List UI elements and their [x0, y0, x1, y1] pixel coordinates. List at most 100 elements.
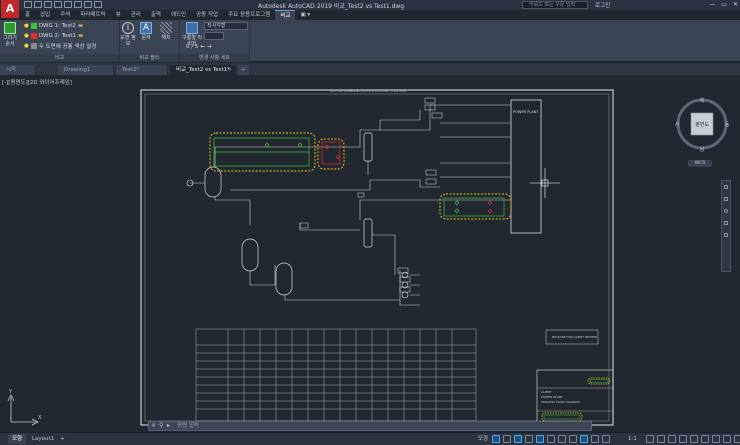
- close-tab-icon[interactable]: ×: [227, 67, 232, 73]
- grid-icon[interactable]: [492, 435, 500, 443]
- tab-annotate[interactable]: 주석: [60, 12, 71, 18]
- viewport-controls[interactable]: [-][평면도][2D 와이어프레임]: [2, 80, 72, 86]
- dwg2-color-swatch[interactable]: [30, 33, 37, 39]
- text-filter-button[interactable]: A 문자: [140, 22, 152, 41]
- tab-addins[interactable]: 애드인: [170, 12, 187, 18]
- drawing-canvas[interactable]: NOTE: ALL DIMENSIONS SHOWN IN SOLID LINE…: [0, 75, 740, 432]
- redo-icon[interactable]: [84, 1, 92, 8]
- tab-parametric[interactable]: 파라메트릭: [80, 12, 106, 18]
- open-icon[interactable]: [34, 1, 42, 8]
- clean-screen-icon[interactable]: [723, 435, 731, 443]
- model-layout-tab[interactable]: 모형: [8, 434, 27, 444]
- dwg1-row[interactable]: ● DWG 1: Test2 ▬: [24, 23, 84, 29]
- folder-icon[interactable]: ▬: [77, 33, 84, 39]
- minimize-button[interactable]: —: [709, 1, 716, 8]
- viewcube-top-face[interactable]: [690, 112, 714, 136]
- annotation-visibility-icon[interactable]: [591, 435, 599, 443]
- showmotion-icon[interactable]: [724, 233, 728, 237]
- viewcube[interactable]: 평면도 북 남 동 서: [674, 96, 730, 153]
- share-icon[interactable]: [94, 1, 102, 8]
- tab-manage[interactable]: 관리: [130, 12, 141, 18]
- model-space-button[interactable]: 모형: [478, 436, 489, 442]
- osnap-icon[interactable]: [536, 435, 544, 443]
- compass-north[interactable]: 북: [700, 98, 705, 104]
- tab-insert[interactable]: 삽입: [40, 12, 51, 18]
- maximize-button[interactable]: ▭: [721, 1, 727, 8]
- selection-cycling-icon[interactable]: [580, 435, 588, 443]
- annotation-scale[interactable]: 1:1: [628, 436, 637, 442]
- shape-dropdown[interactable]: 직사각형: [204, 22, 248, 30]
- doc-tab-test2[interactable]: Test2*: [116, 65, 168, 75]
- next-change-icon[interactable]: →: [206, 44, 212, 50]
- tab-compare[interactable]: 비교: [275, 10, 296, 20]
- doc-tab-drawing1[interactable]: Drawing1: [58, 65, 114, 75]
- application-menu-button[interactable]: A: [1, 0, 19, 18]
- tab-collaborate[interactable]: 공동 작업: [196, 12, 219, 18]
- lineweight-icon[interactable]: [558, 435, 566, 443]
- quick-properties-icon[interactable]: [679, 435, 687, 443]
- tab-output[interactable]: 출력: [150, 12, 161, 18]
- compass-west[interactable]: 서: [675, 121, 680, 128]
- save-icon[interactable]: [44, 1, 52, 8]
- new-icon[interactable]: [24, 1, 32, 8]
- search-input[interactable]: 키워드 또는 구문 입력: [522, 1, 588, 9]
- orbit-icon[interactable]: [724, 221, 728, 225]
- close-command-icon[interactable]: ×: [151, 422, 157, 429]
- transparency-icon[interactable]: [569, 435, 577, 443]
- units-icon[interactable]: [668, 435, 676, 443]
- compass-east[interactable]: 동: [725, 122, 730, 128]
- customize-icon[interactable]: ⚲: [159, 422, 164, 429]
- plot-icon[interactable]: [64, 1, 72, 8]
- undo-icon[interactable]: [74, 1, 82, 8]
- draw-order-button[interactable]: 그리기 순서: [2, 22, 18, 47]
- drawing-info-button[interactable]: i 도면 정보: [120, 22, 136, 47]
- steering-wheel-icon[interactable]: [724, 185, 728, 189]
- doc-tab-start[interactable]: 시작: [0, 65, 36, 75]
- pan-icon[interactable]: [724, 197, 728, 201]
- zoom-icon[interactable]: [724, 209, 728, 213]
- revision-cloud-button[interactable]: 구름형 리비전: [182, 22, 202, 47]
- ortho-icon[interactable]: [514, 435, 522, 443]
- hardware-acceleration-icon[interactable]: [712, 435, 720, 443]
- new-tab-button[interactable]: +: [238, 65, 250, 75]
- tab-view[interactable]: 뷰: [115, 12, 121, 18]
- close-button[interactable]: ✕: [732, 1, 738, 8]
- customization-icon[interactable]: [734, 435, 740, 443]
- wcs-menu[interactable]: WCS: [688, 160, 712, 167]
- revision-cloud-3[interactable]: [439, 193, 512, 220]
- navigation-bar[interactable]: [721, 180, 731, 272]
- polar-icon[interactable]: [525, 435, 533, 443]
- release-text: RELEASE FOR CLIENT REVIEW: [552, 335, 597, 339]
- hatch-filter-button[interactable]: 해치: [158, 22, 174, 41]
- previous-change-icon[interactable]: ←: [200, 44, 205, 50]
- tab-home[interactable]: 홈: [25, 12, 31, 18]
- cloud-size-slider[interactable]: [204, 32, 224, 40]
- dwg2-row[interactable]: ● DWG 2: Test1 ▬: [24, 33, 84, 39]
- common-row[interactable]: ● 두 도면에 공통 색상 설정: [24, 43, 97, 50]
- common-color-swatch[interactable]: [30, 43, 37, 49]
- tab-featured-apps[interactable]: 주요 응용프로그램: [228, 12, 271, 18]
- login-button[interactable]: 로그인: [595, 3, 611, 9]
- lock-ui-icon[interactable]: [690, 435, 698, 443]
- layout1-tab[interactable]: Layout1: [32, 436, 55, 442]
- autoscale-icon[interactable]: [602, 435, 610, 443]
- compass-south[interactable]: 남: [700, 146, 705, 153]
- plus-icon[interactable]: [657, 435, 665, 443]
- add-layout-button[interactable]: +: [60, 436, 65, 442]
- otrack-icon[interactable]: [547, 435, 555, 443]
- gear-icon[interactable]: [646, 435, 654, 443]
- command-input[interactable]: 명령 입력: [177, 423, 199, 429]
- drawing-area[interactable]: NOTE: ALL DIMENSIONS SHOWN IN SOLID LINE…: [0, 75, 740, 432]
- revision-clouds[interactable]: [209, 132, 512, 220]
- revision-cloud-2[interactable]: [317, 138, 345, 170]
- recent-commands-icon[interactable]: ▸: [167, 422, 171, 429]
- save-as-icon[interactable]: [54, 1, 62, 8]
- snap-icon[interactable]: [503, 435, 511, 443]
- tab-panel-toggle[interactable]: ▣ ▾: [300, 12, 311, 18]
- dwg1-color-swatch[interactable]: [30, 23, 37, 29]
- revision-cloud-1[interactable]: [209, 132, 316, 172]
- folder-icon[interactable]: ▬: [77, 23, 84, 29]
- compass-ring[interactable]: [676, 98, 728, 150]
- isolate-icon[interactable]: [701, 435, 709, 443]
- doc-tab-compare[interactable]: 비교_Test2 vs Test1*×: [170, 65, 236, 75]
